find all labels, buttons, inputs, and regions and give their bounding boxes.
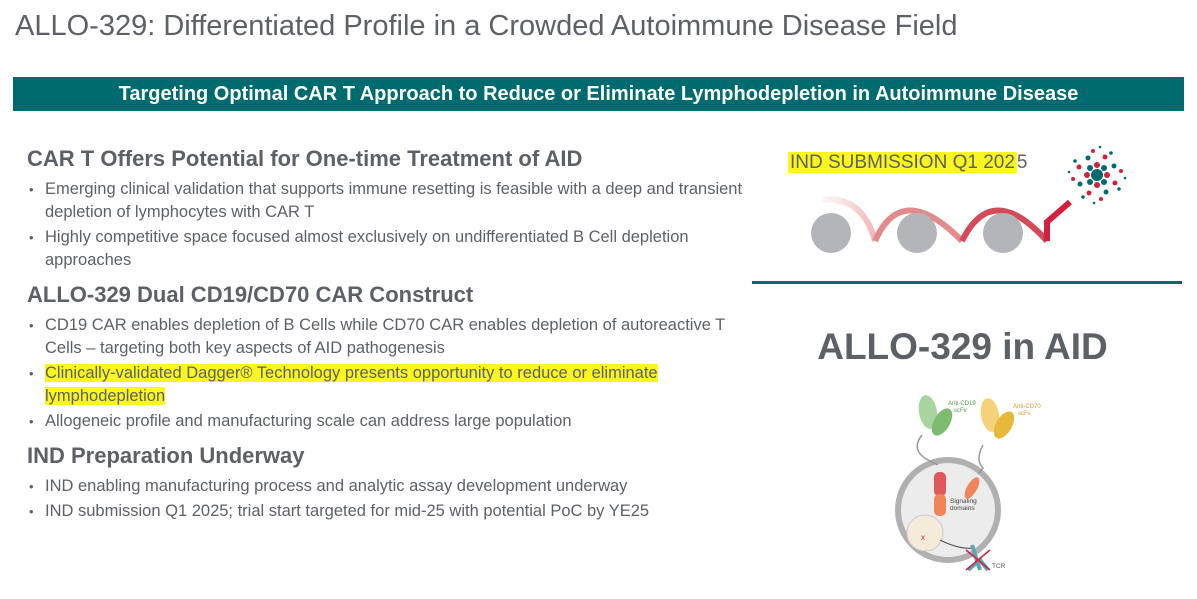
bullet-item: CD19 CAR enables depletion of B Cells wh… (27, 314, 747, 360)
svg-text:Anti-CD70: Anti-CD70 (1013, 404, 1041, 410)
svg-text:scFv: scFv (1018, 411, 1031, 417)
section-heading: ALLO-329 Dual CD19/CD70 CAR Construct (27, 282, 474, 307)
svg-text:Anti-CD19: Anti-CD19 (948, 401, 976, 407)
bullet-item: Emerging clinical validation that suppor… (27, 178, 747, 224)
svg-text:x: x (921, 533, 925, 542)
section-heading: IND Preparation Underway (27, 443, 305, 468)
car-construct-diagram: Anti-CD19 scFv Anti-CD70 scFv Signaling … (880, 390, 1060, 595)
timeline-arcs-icon (811, 145, 1127, 253)
burst-icon (1067, 145, 1127, 205)
svg-text:scFv: scFv (954, 408, 967, 414)
divider (752, 281, 1182, 284)
bullet-item-highlighted: Clinically-validated Dagger® Technology … (27, 362, 747, 408)
section-heading: CAR T Offers Potential for One-time Trea… (27, 146, 583, 171)
bullet-list: CD19 CAR enables depletion of B Cells wh… (27, 314, 747, 433)
section-banner: Targeting Optimal CAR T Approach to Redu… (13, 77, 1184, 111)
bullet-item: IND enabling manufacturing process and a… (27, 475, 747, 498)
grey-circle-icon (811, 213, 851, 253)
svg-text:TCR: TCR (992, 563, 1006, 570)
bullet-item: Highly competitive space focused almost … (27, 226, 747, 272)
bullet-list: Emerging clinical validation that suppor… (27, 178, 747, 272)
left-content: CAR T Offers Potential for One-time Trea… (27, 146, 747, 533)
svg-text:Signaling: Signaling (950, 498, 977, 505)
car-t-cell-icon: Anti-CD19 scFv Anti-CD70 scFv Signaling … (895, 395, 1041, 572)
svg-text:domains: domains (950, 505, 975, 512)
grey-circle-icon (983, 213, 1023, 253)
bullet-list: IND enabling manufacturing process and a… (27, 475, 747, 523)
page-title: ALLO-329: Differentiated Profile in a Cr… (15, 10, 958, 42)
aid-title: ALLO-329 in AID (817, 326, 1108, 367)
grey-circle-icon (897, 213, 937, 253)
bullet-item: IND submission Q1 2025; trial start targ… (27, 500, 747, 523)
bullet-item: Allogeneic profile and manufacturing sca… (27, 410, 747, 433)
highlighted-text: Clinically-validated Dagger® Technology … (45, 364, 658, 405)
